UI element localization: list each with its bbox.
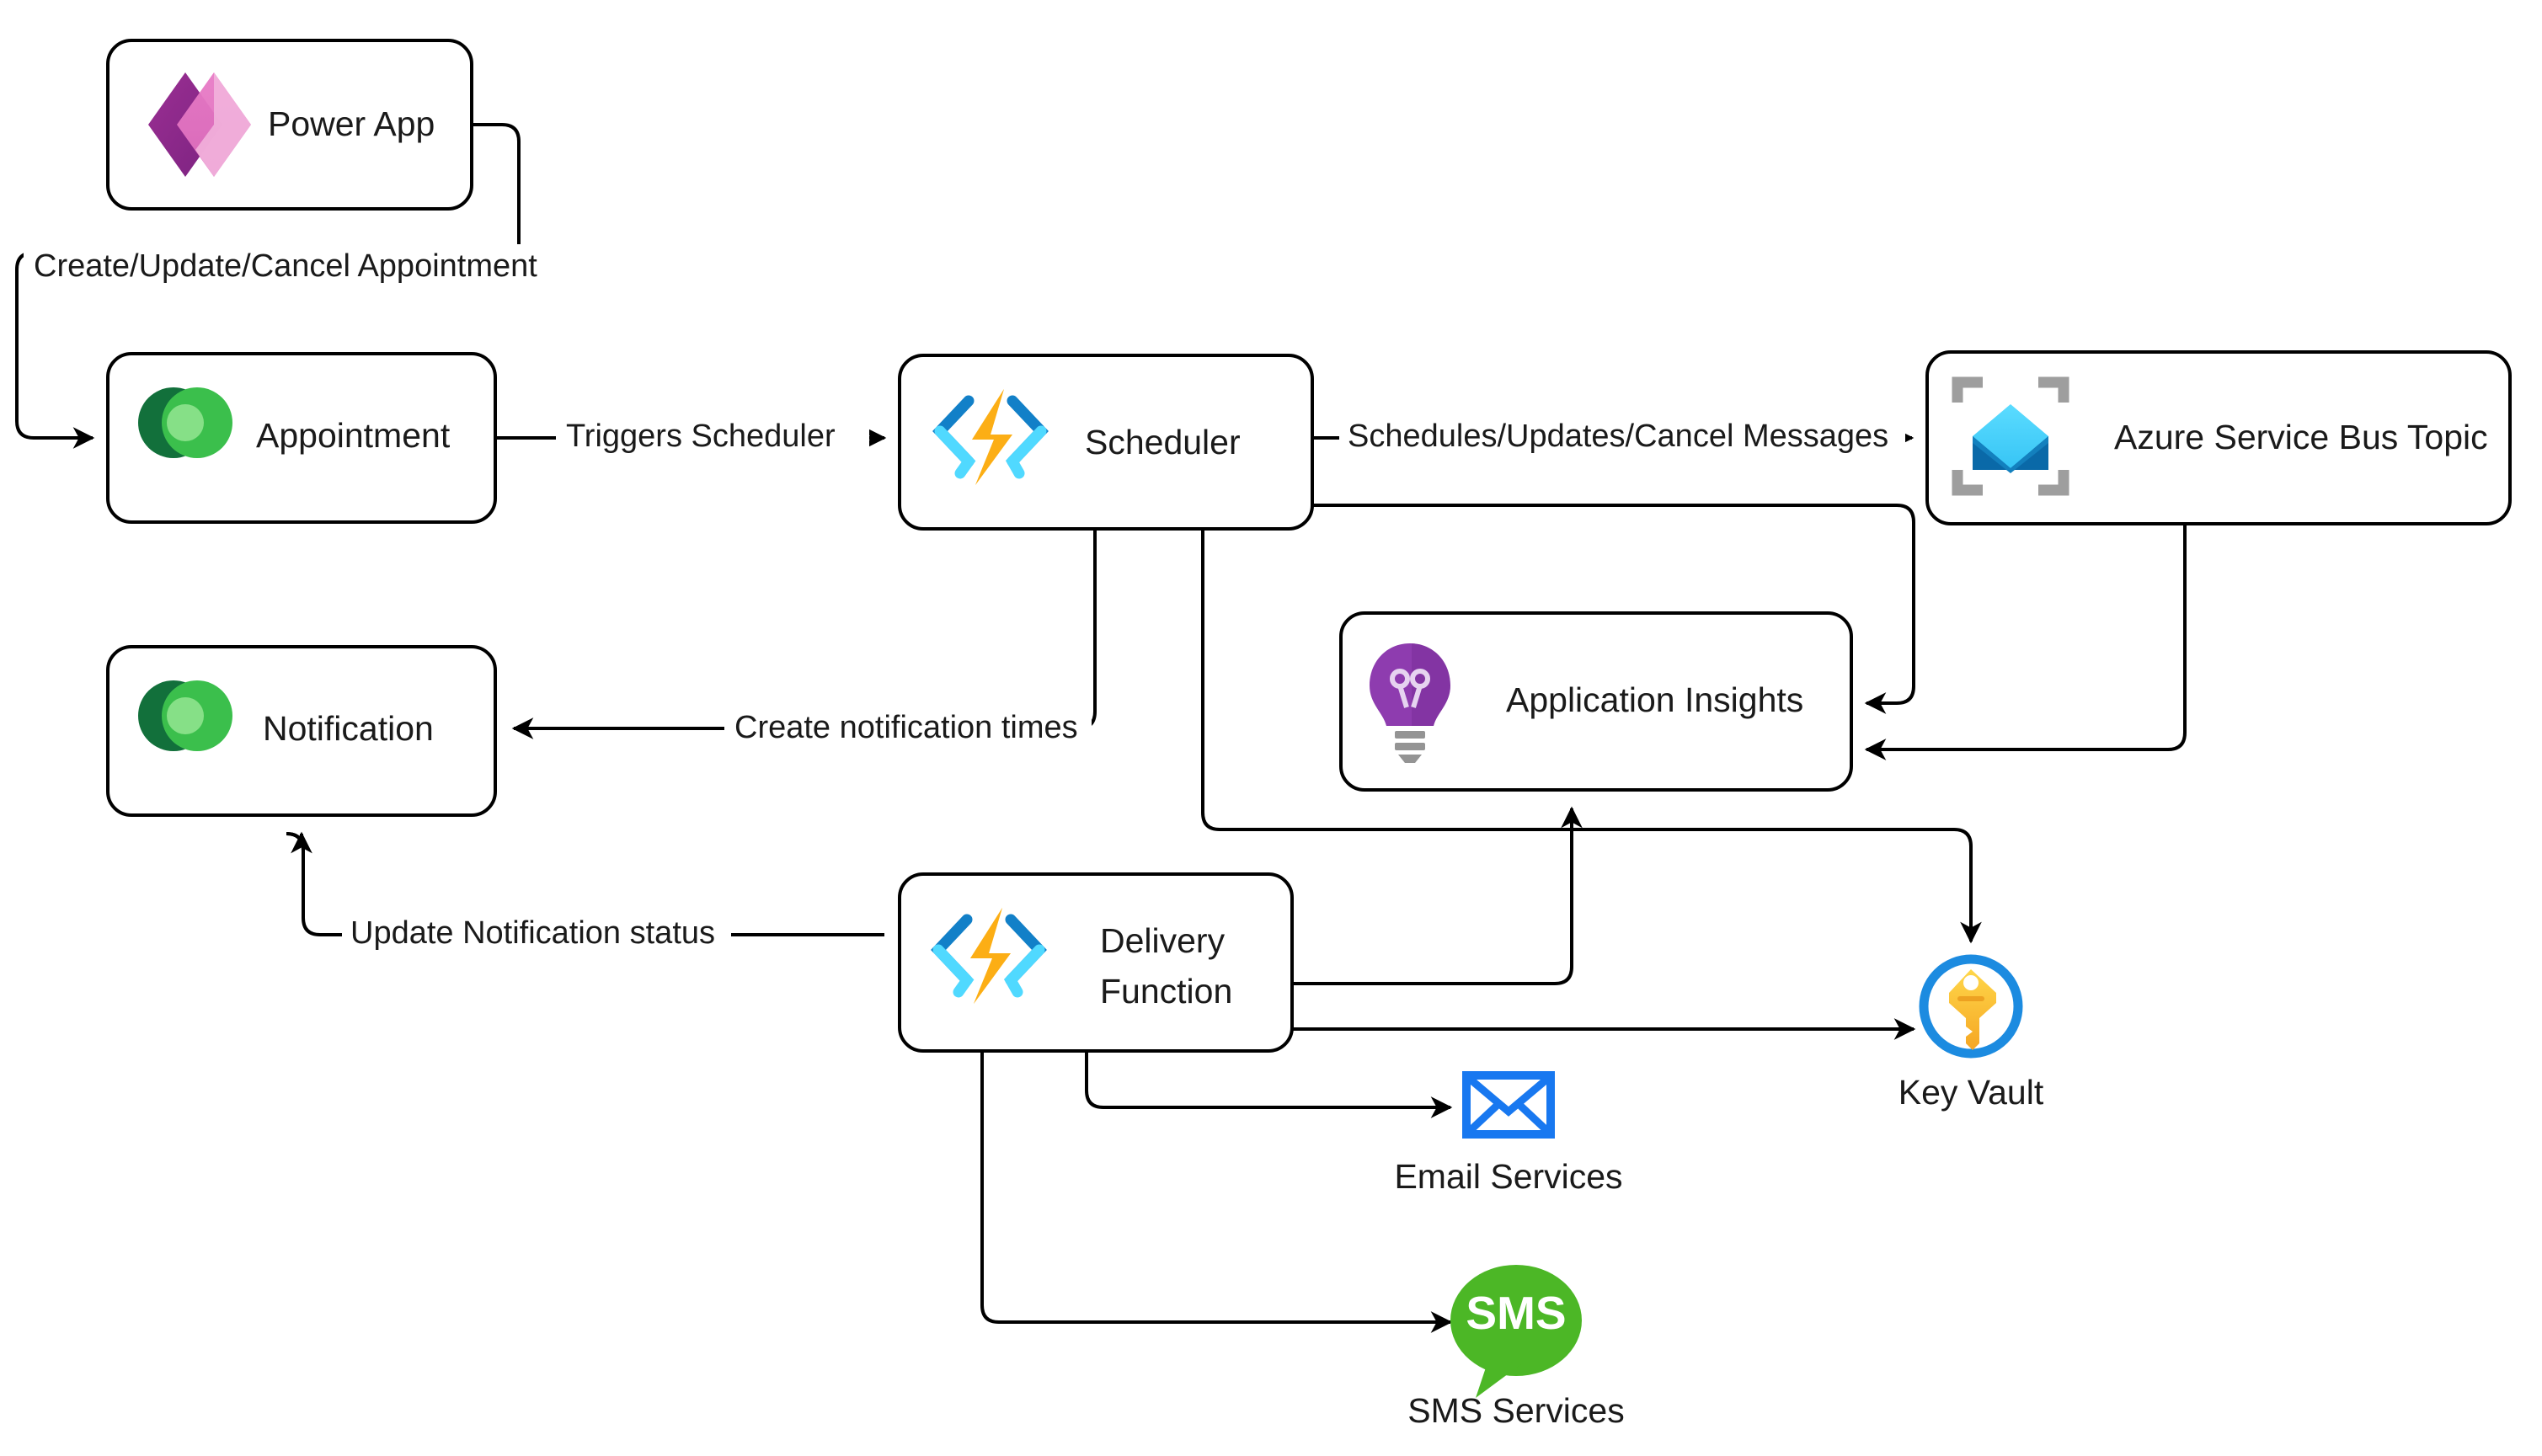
node-delivery-function[interactable]: Delivery Function [898,872,1294,1053]
standalone-label: Email Services [1394,1157,1622,1196]
sms-icon-text: SMS [1466,1287,1566,1339]
edge-powerapp-to-appointment [15,123,521,449]
edge-delivery-to-sms [980,1051,1453,1333]
key-vault-icon [1919,954,2023,1059]
edge-servicebus-to-appinsights [1864,524,2187,760]
node-label: Appointment [256,416,451,455]
node-label-line-1: Delivery [1100,921,1226,960]
edge-scheduler-to-notification [511,529,1097,739]
node-label: Azure Service Bus Topic [2114,418,2488,456]
edge-scheduler-to-appinsights [1312,504,1915,714]
edge-label-text: Triggers Scheduler [566,419,836,454]
node-notification[interactable]: Notification [106,645,497,817]
azure-functions-icon [932,389,1049,485]
dataverse-table-icon [138,387,232,458]
edge-delivery-to-notification [286,831,884,936]
node-box[interactable] [898,354,1314,531]
standalone-email-services[interactable]: Email Services [1394,1071,1623,1196]
email-icon [1462,1071,1555,1139]
node-label: Scheduler [1085,423,1241,461]
node-box[interactable] [1339,611,1853,792]
node-service-bus-topic[interactable]: Azure Service Bus Topic [1925,350,2512,525]
edge-label-create-notification-times: Create notification times [724,707,1092,751]
standalone-key-vault[interactable]: Key Vault [1898,954,2044,1112]
edge-label-text: Create/Update/Cancel Appointment [34,248,537,284]
edge-label-triggers-scheduler: Triggers Scheduler [556,416,869,460]
dataverse-table-icon [138,680,232,751]
edge-delivery-to-email [1085,1051,1453,1118]
edge-label-text: Schedules/Updates/Cancel Messages [1348,419,1888,454]
standalone-sms-services[interactable]: SMS SMS Services [1407,1265,1625,1430]
sms-bubble-icon: SMS [1450,1265,1582,1398]
node-label: Power App [268,104,435,143]
edge-delivery-to-appinsights [1292,806,1583,985]
node-box[interactable] [1925,350,2512,525]
node-power-app[interactable]: Power App [106,39,473,211]
edge-scheduler-to-keyvault [1201,529,1982,944]
standalone-label: Key Vault [1898,1073,2044,1112]
service-bus-icon [1952,376,2069,496]
edge-label-create-update-cancel: Create/Update/Cancel Appointment [24,244,546,290]
azure-functions-icon [931,908,1047,1004]
standalone-label: SMS Services [1407,1391,1624,1430]
node-box[interactable] [106,39,473,211]
edge-label-update-notification-status: Update Notification status [342,913,731,957]
node-appointment[interactable]: Appointment [106,352,497,524]
edge-label-schedules-updates-cancel: Schedules/Updates/Cancel Messages [1339,416,1905,460]
edge-label-text: Update Notification status [350,915,715,951]
app-insights-icon [1370,643,1450,763]
node-application-insights[interactable]: Application Insights [1339,611,1853,792]
node-scheduler[interactable]: Scheduler [898,354,1314,531]
node-box[interactable] [898,872,1294,1053]
edge-label-text: Create notification times [734,710,1078,745]
node-label: Notification [263,709,434,748]
node-label: Application Insights [1506,680,1803,719]
node-label-line-2: Function [1100,972,1232,1011]
power-apps-icon [148,72,251,177]
